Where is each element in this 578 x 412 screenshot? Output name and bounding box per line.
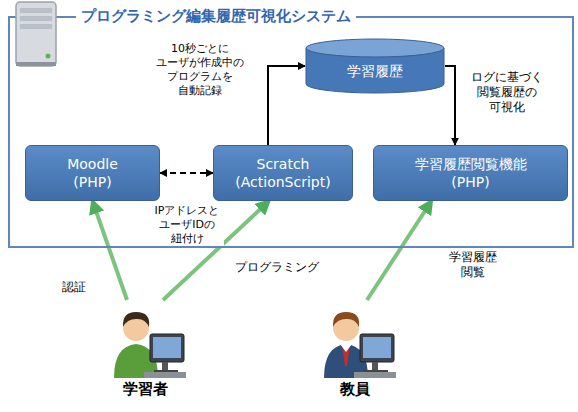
user-arrow xyxy=(367,201,432,300)
monitor-screen xyxy=(153,337,181,358)
person-hair xyxy=(333,312,359,327)
process-box: Moodle (PHP) xyxy=(25,145,160,201)
edge-label: IPアドレスと ユーザIDの 紐付け xyxy=(150,204,224,246)
system-title: プログラミング編集履歴可視化システム xyxy=(76,6,356,26)
system-boundary: プログラミング編集履歴可視化システムMoodle (PHP)Scratch (A… xyxy=(8,16,574,248)
edge-label: 認証 xyxy=(54,280,94,295)
person-hair xyxy=(123,312,149,327)
monitor xyxy=(360,334,394,362)
database-cylinder: 学習履歴 xyxy=(305,38,445,94)
collar xyxy=(340,344,352,352)
server-slot xyxy=(20,24,52,29)
server-icon xyxy=(10,0,62,70)
desk xyxy=(144,372,186,378)
server-body xyxy=(16,2,56,66)
box-label: 学習履歴閲覧機能 (PHP) xyxy=(396,155,546,191)
actor-label: 教員 xyxy=(340,380,370,398)
teacher-figure: 教員 xyxy=(305,300,405,398)
edge-label: プログラミング xyxy=(222,260,332,275)
monitor xyxy=(150,334,184,362)
box-label: Scratch (ActionScript) xyxy=(228,155,338,191)
server-led xyxy=(46,54,51,59)
process-box: 学習履歴閲覧機能 (PHP) xyxy=(373,145,568,201)
edge-label: 10秒ごとに ユーザが作成中の プログラムを 自動記録 xyxy=(144,42,256,98)
monitor-stand xyxy=(162,362,168,370)
desk xyxy=(354,372,396,378)
actor-label: 学習者 xyxy=(123,380,168,398)
monitor-stand xyxy=(372,362,378,370)
box-label: 学習履歴 xyxy=(347,62,403,80)
box-label: Moodle (PHP) xyxy=(53,155,133,191)
edge-label: ログに基づく 閲覧履歴の 可視化 xyxy=(463,70,551,115)
user-arrow xyxy=(93,201,128,300)
server-slot xyxy=(20,8,52,13)
data-connector xyxy=(160,172,213,174)
server-base xyxy=(16,62,56,66)
teacher-icon xyxy=(310,300,400,380)
cylinder-top xyxy=(306,39,444,57)
server-slot xyxy=(20,16,52,21)
learner-icon xyxy=(100,300,190,380)
monitor-screen xyxy=(363,337,391,358)
process-box: Scratch (ActionScript) xyxy=(213,145,353,201)
edge-label: 学習履歴 閲覧 xyxy=(438,250,508,280)
data-connector xyxy=(268,66,305,145)
data-connector xyxy=(445,66,455,145)
learner-figure: 学習者 xyxy=(95,300,195,398)
